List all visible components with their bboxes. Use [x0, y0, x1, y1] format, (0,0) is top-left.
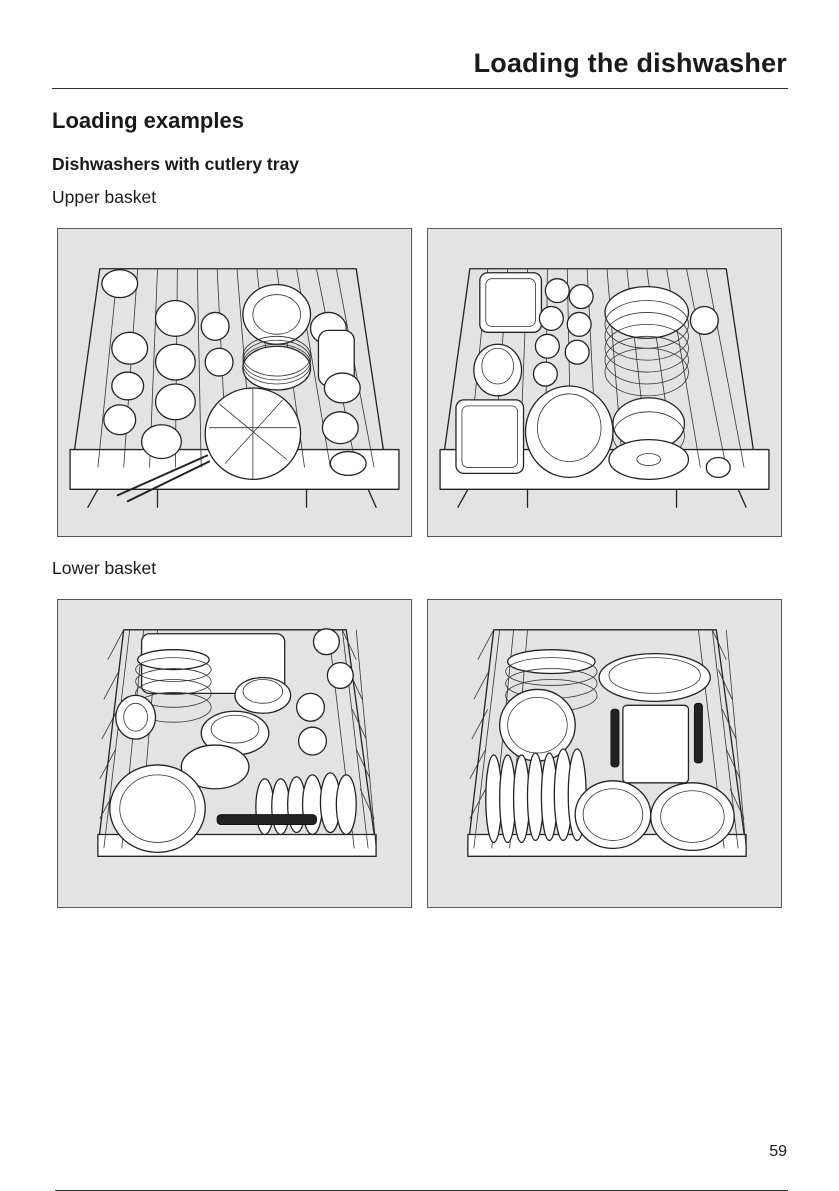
upper-basket-illustration-cups	[57, 228, 412, 537]
section-heading: Loading examples	[52, 108, 244, 134]
subsection-heading: Dishwashers with cutlery tray	[52, 154, 299, 175]
lower-basket-illustration-pots	[57, 599, 412, 908]
upper-basket-cups-drawing	[58, 229, 411, 536]
lower-basket-label: Lower basket	[52, 558, 156, 579]
lower-basket-illustration-pans	[427, 599, 782, 908]
page-title: Loading the dishwasher	[474, 48, 787, 79]
upper-basket-label: Upper basket	[52, 187, 156, 208]
upper-basket-illustration-bowls	[427, 228, 782, 537]
lower-basket-pans-drawing	[428, 600, 781, 907]
title-rule	[52, 88, 788, 89]
lower-basket-pots-drawing	[58, 600, 411, 907]
upper-basket-bowls-drawing	[428, 229, 781, 536]
page-number: 59	[769, 1143, 787, 1161]
